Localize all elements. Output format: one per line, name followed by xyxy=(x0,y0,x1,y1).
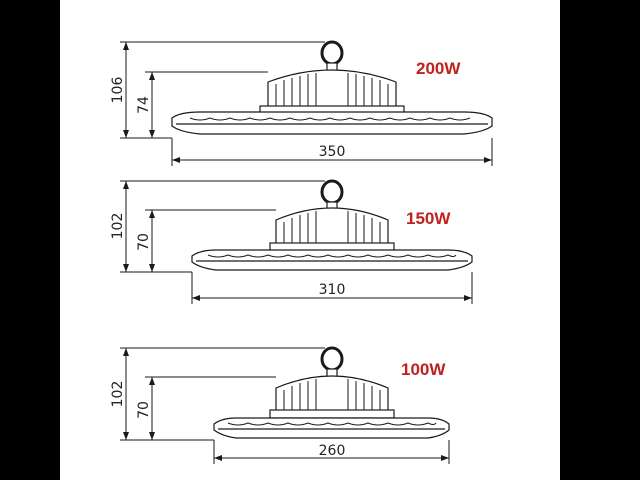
total-height-label: 106 xyxy=(110,77,126,104)
lamp-150w: 102 70 310 150W xyxy=(110,179,473,304)
power-label: 200W xyxy=(416,59,461,78)
power-label: 150W xyxy=(406,209,451,228)
body-height-label: 70 xyxy=(136,233,152,251)
body-height-label: 74 xyxy=(136,96,152,114)
body-height-label: 70 xyxy=(136,401,152,419)
total-height-label: 102 xyxy=(110,381,126,408)
power-label: 100W xyxy=(401,360,446,379)
diameter-label: 310 xyxy=(319,282,346,298)
diameter-label: 260 xyxy=(319,443,346,459)
lamp-200w: 106 74 350 200W xyxy=(110,40,493,166)
diameter-label: 350 xyxy=(319,144,346,160)
lamp-100w: 102 70 260 100W xyxy=(110,346,450,464)
total-height-label: 102 xyxy=(110,213,126,240)
